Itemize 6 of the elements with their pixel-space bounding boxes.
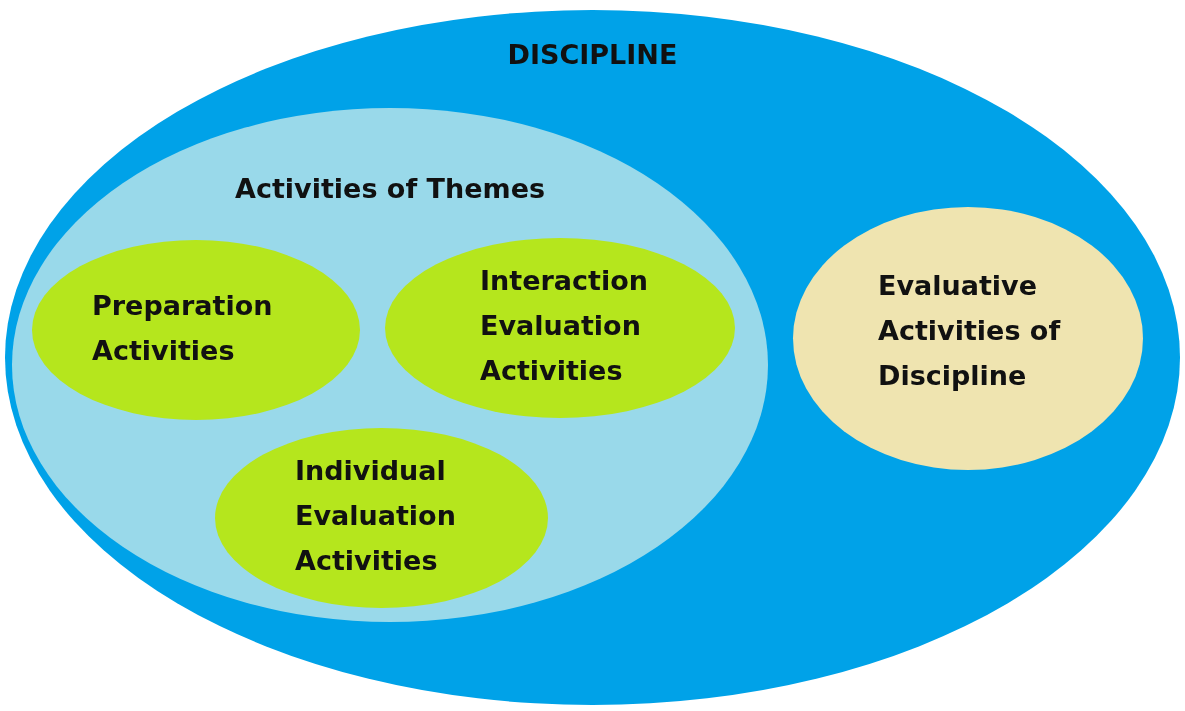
group-title: Activities of Themes: [234, 172, 546, 206]
node-label: Evaluative Activities of Discipline: [878, 269, 1062, 393]
node-label: Individual Evaluation Activities: [295, 454, 457, 578]
group-title: DISCIPLINE: [506, 38, 679, 72]
node-label: Preparation Activities: [92, 289, 274, 368]
node-label: Interaction Evaluation Activities: [480, 264, 649, 388]
